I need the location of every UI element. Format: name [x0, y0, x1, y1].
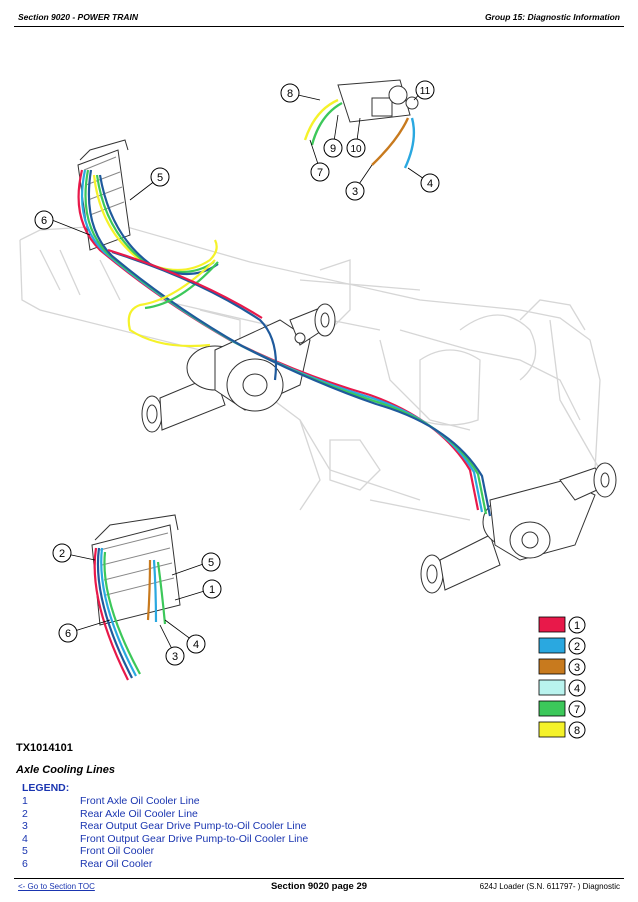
page-number: Section 9020 page 29 [270, 881, 368, 892]
callout-7: 7 [310, 162, 330, 182]
svg-text:3: 3 [352, 186, 358, 198]
legend-label: Rear Axle Oil Cooler Line [80, 807, 198, 820]
svg-text:3: 3 [172, 651, 178, 663]
svg-text:2: 2 [574, 641, 580, 653]
figure-id: TX1014101 [16, 742, 73, 754]
svg-text:4: 4 [574, 683, 580, 695]
callout-4-inset: 4 [186, 634, 206, 654]
axle-cooling-lines-diagram: 5 6 8 7 9 10 11 3 4 2 5 1 6 4 3 1 2 3 4 [19, 79, 617, 739]
svg-text:1: 1 [209, 584, 215, 596]
callout-5-inset: 5 [201, 552, 221, 572]
legend-label: Rear Oil Cooler [80, 857, 153, 870]
svg-text:7: 7 [574, 704, 580, 716]
svg-text:9: 9 [330, 143, 336, 155]
legend-label: Front Axle Oil Cooler Line [80, 795, 200, 807]
section-title: Section 9020 - POWER TRAIN [18, 12, 138, 22]
legend-number: 6 [22, 857, 28, 870]
svg-text:5: 5 [157, 172, 163, 184]
svg-text:3: 3 [574, 662, 580, 674]
legend-number: 1 [22, 795, 28, 807]
callout-9: 9 [323, 138, 343, 158]
legend-label: Front Output Gear Drive Pump-to-Oil Cool… [80, 832, 309, 845]
svg-text:11: 11 [420, 86, 431, 97]
svg-text:10: 10 [350, 144, 362, 155]
svg-text:8: 8 [287, 88, 293, 100]
svg-text:4: 4 [427, 178, 433, 190]
rear-axle [420, 462, 617, 594]
page-header: Section 9020 - POWER TRAIN Group 15: Dia… [14, 10, 624, 27]
svg-text:7: 7 [317, 167, 323, 179]
color-key-2: 2 [538, 637, 586, 655]
legend-item: 5 Front Oil Cooler [22, 845, 308, 858]
svg-text:1: 1 [574, 620, 580, 632]
front-axle [141, 303, 336, 433]
legend-label: Front Oil Cooler [80, 845, 155, 858]
legend-number: 5 [22, 845, 28, 858]
callout-6-upper: 6 [34, 210, 54, 230]
output-gear-drive-pump [337, 79, 419, 123]
callout-6-inset: 6 [58, 623, 78, 643]
callout-5-upper: 5 [150, 167, 170, 187]
svg-text:4: 4 [193, 639, 199, 651]
legend-number: 2 [22, 807, 28, 820]
callout-2-inset: 2 [52, 543, 72, 563]
svg-text:8: 8 [574, 725, 580, 737]
callout-4-upper: 4 [420, 173, 440, 193]
color-key-1: 1 [538, 616, 586, 634]
group-title: Group 15: Diagnostic Information [484, 12, 620, 22]
model-info: 624J Loader (S.N. 611797- ) Diagnostic [479, 882, 620, 891]
svg-text:2: 2 [59, 548, 65, 560]
callout-10: 10 [346, 138, 366, 158]
callouts: 5 6 8 7 9 10 11 3 4 2 5 1 6 4 3 [34, 80, 440, 666]
legend-label: Rear Output Gear Drive Pump-to-Oil Coole… [80, 820, 307, 833]
color-key: 1 2 3 4 7 8 [538, 616, 586, 739]
callout-3-inset: 3 [165, 646, 185, 666]
color-key-3: 3 [538, 658, 586, 676]
svg-text:5: 5 [208, 557, 214, 569]
figure-caption: Axle Cooling Lines [16, 764, 116, 776]
legend-number: 4 [22, 832, 28, 845]
color-key-8: 8 [538, 721, 586, 739]
callout-8: 8 [280, 83, 300, 103]
svg-text:6: 6 [65, 628, 71, 640]
legend-title: LEGEND: [22, 782, 70, 794]
legend-item: 4 Front Output Gear Drive Pump-to-Oil Coo… [22, 833, 308, 846]
legend-number: 3 [22, 820, 28, 833]
legend-item: 3 Rear Output Gear Drive Pump-to-Oil Cool… [22, 820, 308, 833]
color-key-7: 7 [538, 700, 586, 718]
legend-item: 1 Front Axle Oil Cooler Line [22, 795, 308, 808]
callout-11: 11 [415, 80, 435, 100]
color-key-4: 4 [538, 679, 586, 697]
legend-item: 2 Rear Axle Oil Cooler Line [22, 808, 308, 821]
pump-hoses [303, 98, 416, 169]
cooling-hoses [77, 169, 492, 517]
section-toc-link[interactable]: <- Go to Section TOC [18, 882, 95, 891]
callout-3-upper: 3 [345, 181, 365, 201]
machine-frame-outline [19, 224, 601, 521]
page-footer: <- Go to Section TOC Section 9020 page 2… [14, 878, 624, 893]
svg-text:6: 6 [41, 215, 47, 227]
callout-1-inset: 1 [202, 579, 222, 599]
legend-item: 6 Rear Oil Cooler [22, 858, 308, 871]
